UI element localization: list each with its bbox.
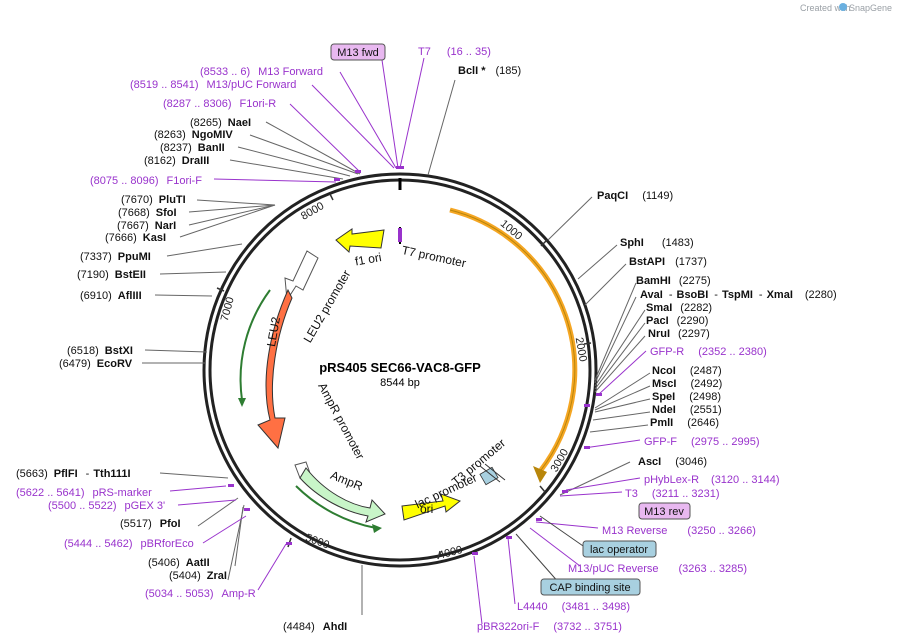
leu2-arrow[interactable] [257,288,293,450]
enzyme-bstxi[interactable]: (6518)BstXI [67,345,133,357]
gfp-arc-outline [449,209,576,471]
enzyme-asci[interactable]: AscI(3046) [638,456,707,468]
primer-leaders [169,57,647,625]
primer-m13-fwd[interactable]: M13 fwd [330,43,386,61]
enzyme-kasi[interactable]: (7666)KasI [105,232,166,244]
ampr-label: AmpR [328,468,364,494]
feature-lac-operator[interactable]: lac operator [582,540,657,558]
mcs-cluster[interactable] [479,463,506,486]
enzyme-sfoi[interactable]: (7668)SfoI [118,207,177,219]
primer-pbr322ori-f[interactable]: pBR322ori-F(3732 .. 3751) [477,621,622,633]
primer-prs-marker[interactable]: (5622 .. 5641)pRS-marker [16,487,152,499]
f1-ori-arrow[interactable] [335,228,385,253]
primer-phyblex-r[interactable]: pHybLex-R(3120 .. 3144) [644,474,780,486]
enzyme-pmli[interactable]: PmlI(2646) [650,417,719,429]
svg-text:CAP binding site: CAP binding site [549,582,630,594]
ampr-promoter-label: AmpR promoter [315,380,367,461]
primer-f1ori-f[interactable]: (8075 .. 8096)F1ori-F [90,175,202,187]
backbone-outer [202,172,598,568]
enzyme-aflii[interactable]: (6910)AflIII [80,290,142,302]
created-with-text: Created with [800,3,851,13]
primer-gfp-f[interactable]: GFP-F(2975 .. 2995) [644,436,760,448]
enzyme-ahdi[interactable]: (4484)AhdI [283,621,347,633]
primer-m13-puc-forward[interactable]: (8519 .. 8541)M13/pUC Forward [130,79,296,91]
enzyme-aatii[interactable]: (5406)AatII [148,557,210,569]
feature-cap-binding-site[interactable]: CAP binding site [540,578,641,596]
svg-text:lac operator: lac operator [590,544,648,556]
enzyme-pfoi[interactable]: (5517)PfoI [120,518,181,530]
enzyme-ecorv[interactable]: (6479)EcoRV [59,358,133,370]
enzyme-ndei[interactable]: NdeI(2551) [652,404,722,416]
ori-arrow[interactable] [401,493,462,521]
primer-m13-puc-reverse[interactable]: M13/pUC Reverse(3263 .. 3285) [568,563,747,575]
enzyme-msci[interactable]: MscI(2492) [652,378,722,390]
ori-label: ori [420,502,433,516]
enzyme-bstapi[interactable]: BstAPI(1737) [629,256,707,268]
primer-m13-reverse[interactable]: M13 Reverse(3250 .. 3266) [602,525,756,537]
ampr-arrow[interactable] [299,467,386,523]
enzyme-pflfi-group[interactable]: (5663)PflFI-Tth111I [16,468,131,480]
enzyme-banii[interactable]: (8237)BanII [160,142,225,154]
primer-t3[interactable]: T3(3211 .. 3231) [625,488,720,500]
primer-marks [228,166,602,555]
primer-l4440[interactable]: L4440(3481 .. 3498) [517,601,630,613]
misc-leaders [515,515,587,585]
enzyme-ngomiv[interactable]: (8263)NgoMIV [154,129,233,141]
enzyme-bsteii[interactable]: (7190)BstEII [77,269,146,281]
ampr-outer-arc [295,485,377,529]
enzyme-paci[interactable]: PacI(2290) [646,315,708,327]
enzyme-paqci[interactable]: PaqCI(1149) [597,190,673,202]
t3-promoter-label: T3 promoter [449,436,508,489]
primer-m13-rev[interactable]: M13 rev [638,502,691,520]
leu2-outer-arc [239,289,271,401]
tick-label-7000: 7000 [219,296,237,323]
enzyme-ppumi[interactable]: (7337)PpuMI [80,251,151,263]
primer-m13-forward[interactable]: (8533 .. 6)M13 Forward [200,66,323,78]
ampr-outer-arrow-head [372,524,382,533]
primer-gfp-r[interactable]: GFP-R(2352 .. 2380) [650,346,767,358]
enzyme-sphi[interactable]: SphI(1483) [620,237,694,249]
enzyme-zrai[interactable]: (5404)ZraI [169,570,227,582]
plasmid-length: 8544 bp [380,377,420,389]
enzyme-pluti[interactable]: (7670)PluTI [121,194,186,206]
enzyme-leaders [142,79,651,615]
primer-pbrforeco[interactable]: (5444 .. 5462)pBRforEco [64,538,194,550]
primer-amp-r[interactable]: (5034 .. 5053)Amp-R [145,588,256,600]
plasmid-name: pRS405 SEC66-VAC8-GFP [319,360,481,375]
leu2-outer-arrow-head [238,398,246,407]
enzyme-naei[interactable]: (8265)NaeI [190,117,251,129]
t7-promoter-label: T7 promoter [400,243,467,270]
snapgene-logo-icon [839,3,847,11]
enzyme-spei[interactable]: SpeI(2498) [652,391,721,403]
enzyme-bamhi[interactable]: BamHI(2275) [636,275,711,287]
enzyme-bcli[interactable]: BclI *(185) [458,65,521,77]
leu2-promoter-arrow[interactable] [284,250,319,302]
enzyme-ncoi[interactable]: NcoI(2487) [652,365,722,377]
svg-text:M13 rev: M13 rev [644,506,684,518]
enzyme-ava-group[interactable]: AvaI-BsoBI-TspMI-XmaI(2280) [640,289,837,301]
enzyme-draiii[interactable]: (8162)DraIII [144,155,209,167]
gfp-arrow-head [533,466,547,483]
primer-f1ori-r[interactable]: (8287 .. 8306)F1ori-R [163,98,276,110]
enzyme-nrui[interactable]: NruI(2297) [648,328,710,340]
enzyme-smai[interactable]: SmaI(2282) [646,302,712,314]
leu2-label: LEU2 [264,316,283,348]
tick-label-8000: 8000 [299,200,326,223]
primer-t7[interactable]: T7(16 .. 35) [418,46,491,58]
snapgene-brand: SnapGene [849,3,892,13]
primer-pgex3[interactable]: (5500 .. 5522)pGEX 3' [48,500,165,512]
svg-text:M13 fwd: M13 fwd [337,47,379,59]
enzyme-nari[interactable]: (7667)NarI [117,220,176,232]
f1-ori-label: f1 ori [354,250,383,268]
